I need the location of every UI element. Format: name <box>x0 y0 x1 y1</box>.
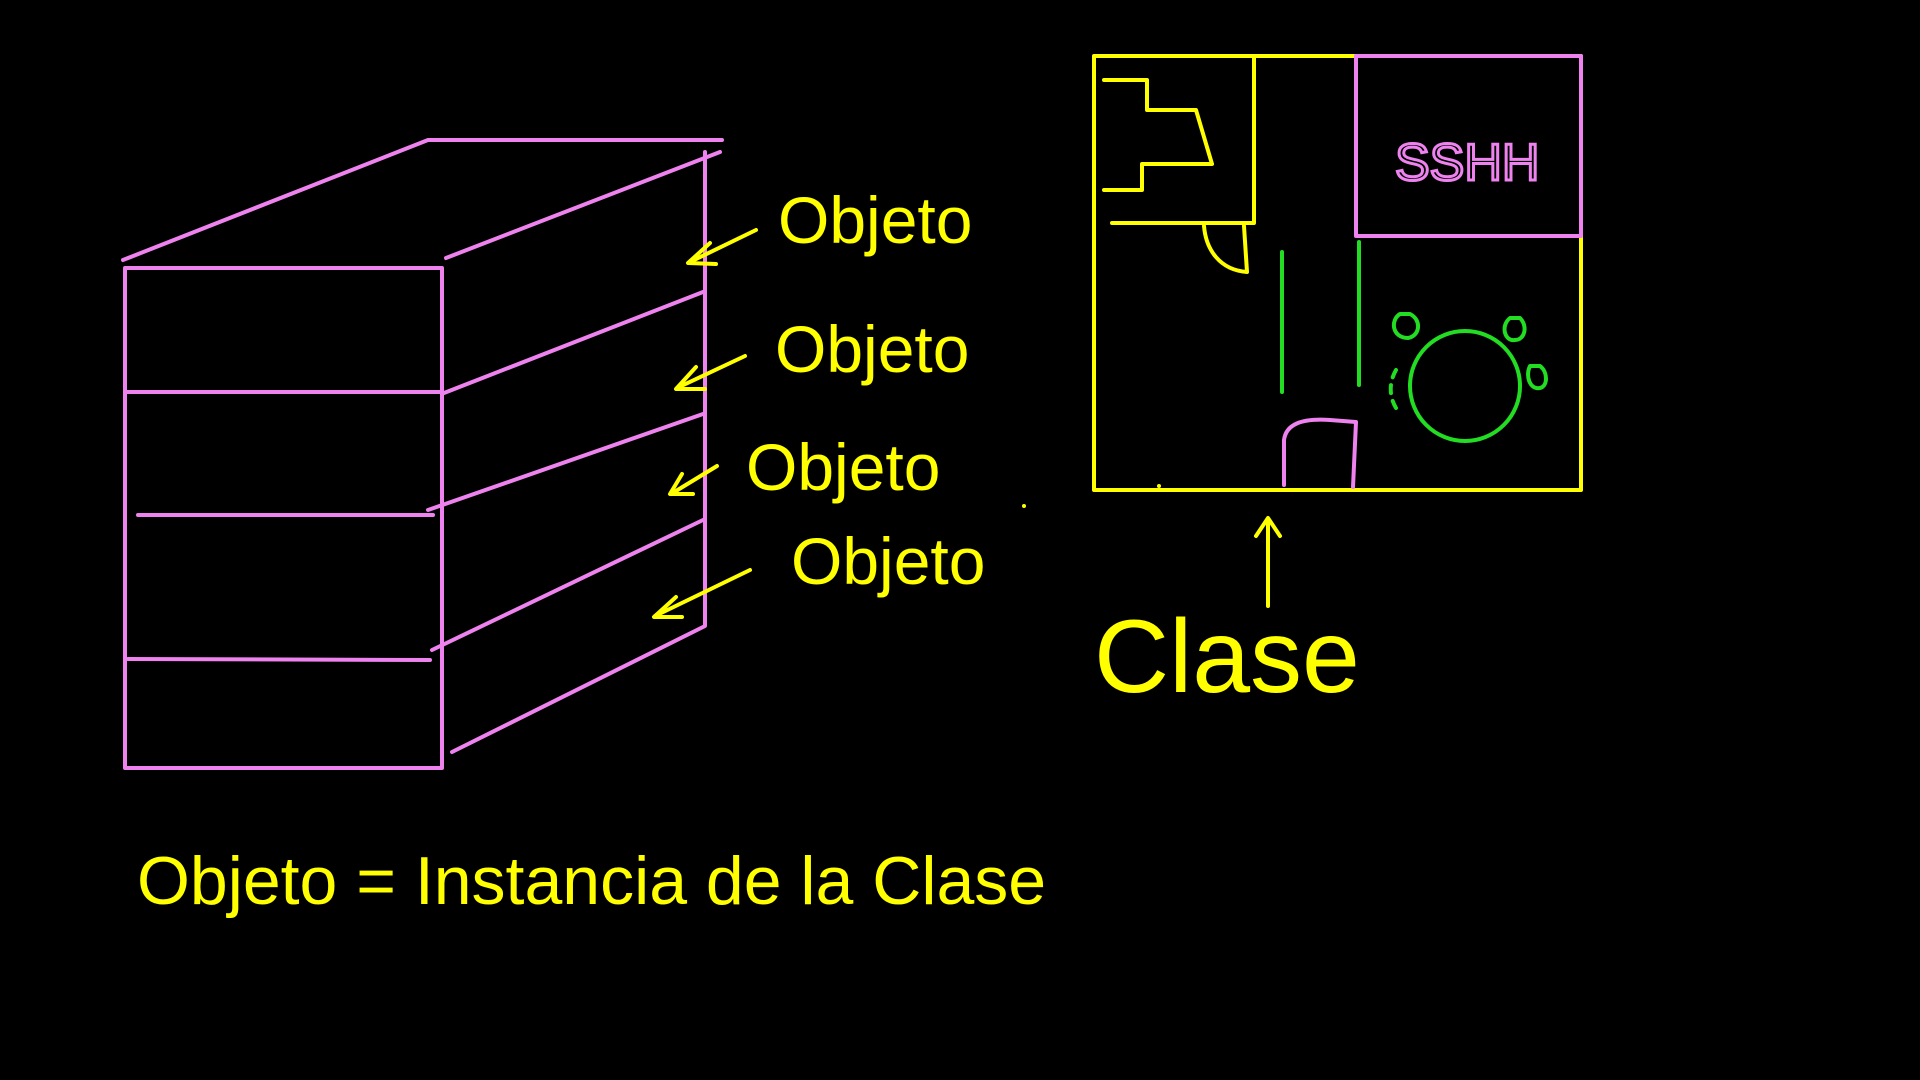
arrow-icon <box>686 228 758 266</box>
floor-plan-partition <box>1110 56 1256 225</box>
class-label: Clase <box>1094 599 1360 715</box>
chair-icon <box>1388 368 1398 410</box>
arrow-icon <box>674 354 747 391</box>
building-side-floor-line <box>430 518 705 652</box>
stairs-icon <box>1102 78 1214 192</box>
ink-dot <box>1022 504 1026 508</box>
class-arrow-icon <box>1254 516 1282 608</box>
building-side-edge <box>450 150 707 754</box>
bathroom-label: SSHH <box>1395 134 1539 192</box>
building-drawing <box>121 138 724 770</box>
building-roof <box>121 138 724 262</box>
object-label-1: Objeto <box>778 183 972 257</box>
object-label-2: Objeto <box>775 312 969 386</box>
building-front-face <box>123 266 444 770</box>
ink-dot <box>1157 484 1161 488</box>
building-roof-edge <box>444 150 722 260</box>
definition-text: Objeto = Instancia de la Clase <box>137 843 1046 919</box>
bathroom-door-icon <box>1282 417 1358 489</box>
arrow-icon <box>668 464 719 496</box>
chair-icon <box>1526 364 1548 391</box>
bathroom-box <box>1354 54 1583 238</box>
object-label-3: Objeto <box>746 430 940 504</box>
object-label-4: Objeto <box>791 524 985 598</box>
floor-plan-drawing: SSHH <box>1022 54 1583 508</box>
table-icon <box>1408 329 1522 443</box>
building-side-floor-line <box>442 290 705 395</box>
building-floor-line <box>126 657 432 662</box>
door-icon <box>1202 224 1249 274</box>
building-side-floor-line <box>426 412 705 512</box>
arrow-icon <box>652 568 752 619</box>
floor-plan-outline <box>1092 54 1583 492</box>
chair-icon <box>1502 316 1527 343</box>
chair-icon <box>1391 312 1420 340</box>
object-arrows <box>652 228 758 619</box>
